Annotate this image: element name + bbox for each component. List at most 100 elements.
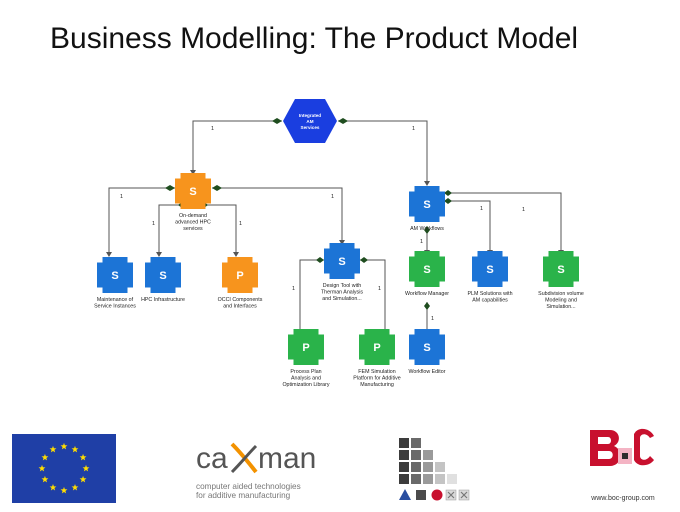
multiplicity-label: 1 bbox=[420, 239, 423, 245]
eu-star bbox=[82, 464, 90, 472]
node-letter: S bbox=[423, 264, 430, 276]
grid-square bbox=[447, 474, 457, 484]
node-letter: S bbox=[486, 264, 493, 276]
grid-square bbox=[399, 450, 409, 460]
diamond-marker bbox=[338, 118, 348, 124]
grid-square bbox=[423, 474, 433, 484]
node-label-line: Manufacturing bbox=[360, 382, 394, 388]
node-shape bbox=[175, 173, 211, 209]
node-letter: P bbox=[373, 342, 380, 354]
diamond-marker bbox=[424, 302, 430, 310]
node-letter: S bbox=[111, 270, 118, 282]
caxman-name-left: ca bbox=[196, 442, 228, 475]
node-label-line: Platform for Additive bbox=[353, 375, 400, 381]
multiplicity-label: 1 bbox=[120, 194, 123, 200]
multiplicity-label: 1 bbox=[292, 286, 295, 292]
x-mark bbox=[460, 491, 468, 499]
caxman-tagline-line: for additive manufacturing bbox=[196, 491, 291, 500]
edge-root-amworkflows bbox=[338, 120, 428, 183]
caxman-tagline-line: computer aided technologies bbox=[196, 482, 301, 491]
grid-square bbox=[399, 474, 409, 484]
node-shape bbox=[543, 251, 579, 287]
eu-star bbox=[71, 483, 79, 491]
node-label-line: AM capabilities bbox=[472, 297, 508, 303]
node-label-line: and Simulation... bbox=[322, 296, 361, 302]
circle-shape bbox=[431, 489, 443, 501]
eu-flag-logo bbox=[12, 434, 116, 503]
node-label-line: Optimization Library bbox=[282, 382, 329, 388]
root-label-line: Services bbox=[301, 125, 320, 130]
multiplicity-label: 1 bbox=[378, 286, 381, 292]
square-shape bbox=[416, 490, 426, 500]
root-hexagon bbox=[283, 99, 337, 143]
diamond-marker bbox=[272, 118, 282, 124]
eu-star bbox=[49, 445, 57, 453]
diagram-edges bbox=[108, 120, 562, 334]
grid-square bbox=[399, 438, 409, 448]
node-shape bbox=[409, 186, 445, 222]
node-letter: S bbox=[423, 199, 430, 211]
caxman-logo: ca man computer aided technologies for a… bbox=[190, 432, 330, 507]
node-shape bbox=[324, 243, 360, 279]
node-label-line: services bbox=[183, 226, 203, 232]
grid-square bbox=[411, 474, 421, 484]
triangle-shape bbox=[399, 489, 411, 500]
grid-square bbox=[411, 438, 421, 448]
node-label-line: PLM Solutions with bbox=[467, 291, 512, 297]
root-node-integrated-am-services: Integrated AM Services bbox=[283, 99, 337, 143]
multiplicity-label: 1 bbox=[331, 194, 334, 200]
node-letter: P bbox=[236, 270, 243, 282]
arrowhead bbox=[156, 252, 162, 257]
caxman-x-mark bbox=[230, 442, 258, 474]
arrowhead bbox=[190, 170, 196, 175]
edge-root-ondemand bbox=[192, 120, 282, 172]
node-label-line: Workflow Manager bbox=[405, 291, 449, 297]
edge-ondemand-designtool bbox=[212, 187, 343, 243]
node-label-line: HPC Infrastructure bbox=[141, 297, 185, 303]
shape-row bbox=[399, 489, 470, 501]
caxman-name-right: man bbox=[258, 442, 316, 475]
grid-square bbox=[423, 450, 433, 460]
diamond-marker bbox=[444, 190, 452, 196]
eu-stars bbox=[38, 442, 90, 494]
root-label-line: Integrated bbox=[299, 113, 321, 118]
eu-star bbox=[38, 464, 46, 472]
edge-amworkflows-plm bbox=[444, 200, 491, 253]
diamond-marker bbox=[165, 185, 175, 191]
node-shape bbox=[359, 329, 395, 365]
multiplicity-label: 1 bbox=[152, 221, 155, 227]
eu-star bbox=[60, 442, 68, 450]
multiplicity-label: 1 bbox=[522, 207, 525, 213]
node-label-line: OCCI Components bbox=[218, 297, 263, 303]
node-label-line: Analysis and bbox=[291, 375, 321, 381]
shapes-grid-logo bbox=[399, 438, 470, 501]
diamond-marker bbox=[444, 198, 452, 204]
grid-square bbox=[435, 462, 445, 472]
boc-logo-mark bbox=[590, 428, 654, 466]
eu-star bbox=[79, 475, 87, 483]
node-shape bbox=[97, 257, 133, 293]
node-label-line: Process Plan bbox=[290, 369, 321, 375]
edge-ondemand-maintenance bbox=[108, 187, 175, 255]
slide-title: Business Modelling: The Product Model bbox=[50, 22, 579, 55]
node-label-line: advanced HPC bbox=[175, 219, 211, 225]
boc-logo: www.boc-group.com bbox=[590, 428, 655, 502]
grid-square bbox=[411, 450, 421, 460]
eu-star bbox=[79, 453, 87, 461]
node-letter: S bbox=[159, 270, 166, 282]
edge-designtool-femsim bbox=[360, 259, 386, 333]
multiplicity-label: 1 bbox=[412, 126, 415, 132]
node-label-line: FEM Simulation bbox=[358, 369, 395, 375]
multiplicity-label: 1 bbox=[431, 316, 434, 322]
node-shape bbox=[409, 329, 445, 365]
arrowhead bbox=[339, 240, 345, 245]
grid-square bbox=[411, 462, 421, 472]
arrowhead bbox=[233, 252, 239, 257]
